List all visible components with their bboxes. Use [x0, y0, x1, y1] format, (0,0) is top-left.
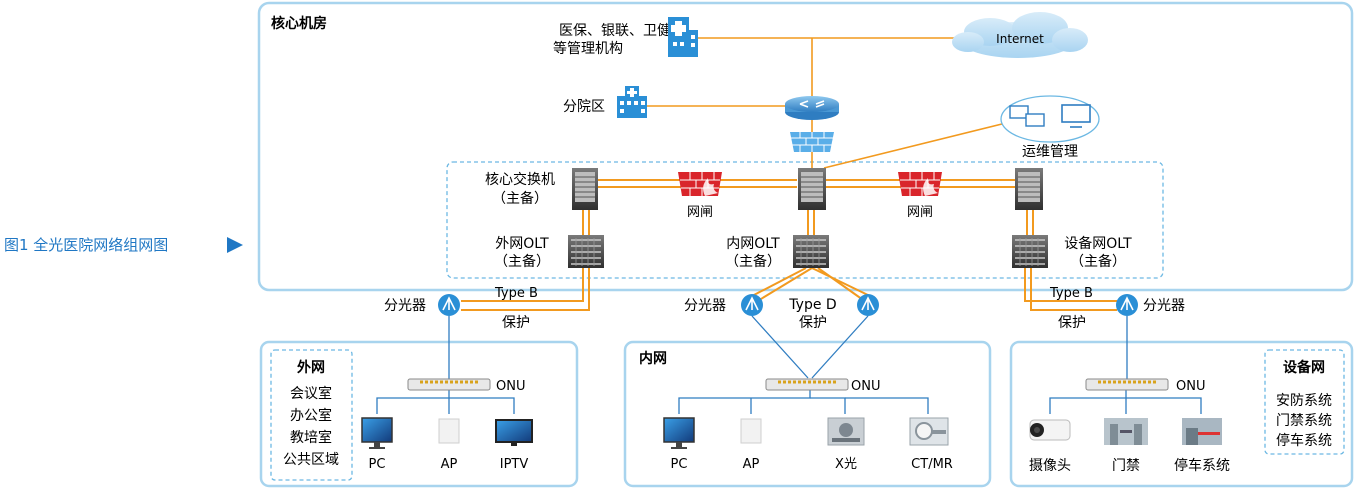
olt-device-icon — [1012, 235, 1048, 268]
access-gate-icon — [1104, 418, 1148, 445]
pc-inner-icon — [663, 417, 695, 449]
onu-outer-icon — [407, 378, 491, 391]
parking-label: 停车系统 — [1174, 457, 1230, 474]
access-gate-label: 门禁 — [1112, 458, 1140, 474]
olt-inner-label-line2: （主备） — [725, 253, 781, 270]
splitter-mid-right-icon — [857, 294, 879, 316]
ops-label: 运维管理 — [1022, 144, 1078, 160]
protect-right-label: 保护 — [1058, 315, 1086, 331]
ap-outer-icon — [438, 418, 460, 444]
olt-outer-label-line1: 外网OLT — [495, 236, 549, 252]
internet-label: Internet — [996, 32, 1044, 46]
core-switch-label-line1: 核心交换机 — [485, 171, 555, 188]
onu-outer-label: ONU — [496, 379, 525, 394]
gateway-right-label: 网闸 — [907, 205, 933, 220]
protect-mid-label: 保护 — [799, 315, 827, 331]
ap-inner-label: AP — [743, 457, 760, 472]
pc-outer-label: PC — [369, 457, 386, 472]
inner-zone-title: 内网 — [639, 350, 667, 367]
outer-scene-4: 公共区域 — [283, 452, 339, 468]
camera-label: 摄像头 — [1029, 458, 1071, 474]
pc-inner-label: PC — [671, 457, 688, 472]
core-switch-center-icon — [798, 168, 826, 210]
device-zone-frame — [1009, 340, 1354, 488]
access-links — [376, 315, 1202, 414]
device-zone-title: 设备网 — [1283, 359, 1325, 376]
parking-icon — [1182, 418, 1222, 445]
branch-label: 分院区 — [563, 99, 605, 115]
ctmr-icon — [909, 417, 949, 446]
olt-inner-label-line1: 内网OLT — [726, 236, 780, 252]
olt-outer-label-line2: （主备） — [494, 253, 550, 270]
onu-device-icon — [1085, 378, 1169, 391]
core-uplinks — [646, 37, 1011, 169]
olt-outer-icon — [568, 235, 604, 268]
iptv-icon — [495, 419, 533, 446]
protect-left-label: 保护 — [502, 315, 530, 331]
onu-device-label: ONU — [1176, 379, 1205, 394]
outer-zone-title: 外网 — [297, 359, 325, 376]
outer-scene-2: 办公室 — [290, 407, 332, 424]
outer-scene-3: 教培室 — [290, 429, 332, 446]
core-room-frame — [257, 1, 1354, 292]
ops-management-icon — [1000, 95, 1100, 143]
core-dashed-area — [446, 161, 1164, 279]
typeb-left-label: Type B — [494, 286, 538, 301]
iptv-label: IPTV — [500, 457, 529, 472]
device-system-box — [1264, 349, 1345, 455]
caption-text: 图1 全光医院网络组网图 — [4, 236, 168, 254]
olt-inner-icon — [793, 235, 829, 268]
splitter-right-label: 分光器 — [1143, 298, 1185, 314]
core-switch-right-icon — [1015, 168, 1043, 210]
hospital-building-icon — [668, 17, 698, 57]
branch-hospital-icon — [617, 86, 647, 118]
core-switch-label-line2: （主备） — [492, 190, 548, 207]
agency-label-line1: 医保、银联、卫健委 — [559, 23, 685, 39]
xray-icon — [827, 417, 865, 446]
outer-scene-1: 会议室 — [290, 385, 332, 402]
firewall-icon — [790, 132, 834, 152]
gateway-left-label: 网闸 — [687, 205, 713, 220]
splitter-mid-label: 分光器 — [684, 298, 726, 314]
pc-outer-icon — [361, 417, 393, 449]
outer-scene-box — [270, 349, 353, 481]
agency-label-line2: 等管理机构 — [553, 40, 623, 57]
internet-cloud-icon — [952, 12, 1088, 58]
ctmr-label: CT/MR — [911, 457, 953, 472]
splitter-left-label: 分光器 — [384, 298, 426, 314]
splitter-left-icon — [438, 294, 460, 316]
figure-caption: 图1 全光医院网络组网图 — [4, 236, 243, 254]
outer-zone-frame — [259, 340, 579, 488]
ap-inner-icon — [740, 418, 762, 444]
splitter-right-icon — [1116, 294, 1138, 316]
xray-label: X光 — [835, 457, 857, 472]
onu-inner-icon — [765, 378, 849, 391]
gateway-right-icon — [898, 172, 942, 196]
device-system-2: 门禁系统 — [1276, 413, 1332, 429]
olt-device-label-line2: （主备） — [1070, 253, 1126, 270]
device-system-1: 安防系统 — [1276, 393, 1332, 409]
ap-outer-label: AP — [441, 457, 458, 472]
core-room-title: 核心机房 — [271, 15, 327, 32]
device-system-3: 停车系统 — [1276, 432, 1332, 449]
caption-arrow-icon — [227, 237, 243, 253]
typed-mid-label: Type D — [788, 297, 836, 313]
router-icon — [785, 96, 839, 120]
core-switch-left-icon — [572, 168, 598, 210]
camera-icon — [1029, 419, 1071, 441]
onu-inner-label: ONU — [851, 379, 880, 394]
typeb-right-label: Type B — [1049, 286, 1093, 301]
olt-device-label-line1: 设备网OLT — [1064, 235, 1132, 252]
inner-zone-frame — [623, 340, 992, 488]
splitter-mid-left-icon — [741, 294, 763, 316]
gateway-left-icon — [678, 172, 722, 196]
